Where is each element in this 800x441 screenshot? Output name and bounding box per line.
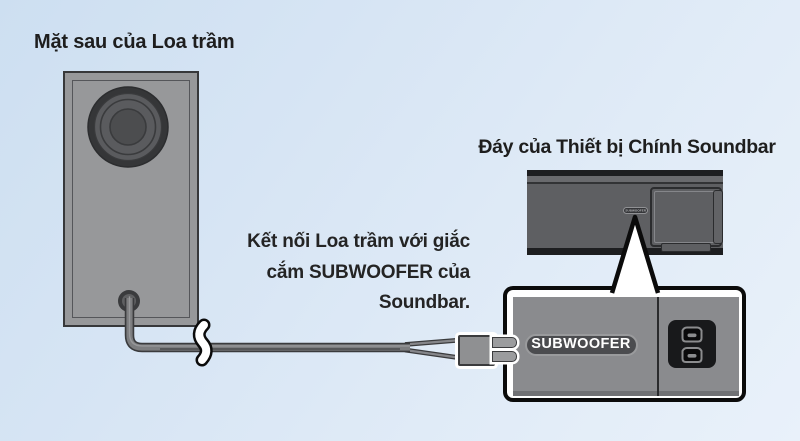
instruction-text: Kết nối Loa trầm với giắc cắm SUBWOOFER …	[210, 227, 470, 319]
soundbar-band	[527, 176, 723, 182]
subwoofer-cable	[124, 296, 462, 367]
subwoofer-jack-label: SUBWOOFER	[524, 333, 638, 356]
soundbar-panel-handle	[713, 190, 723, 244]
instruction-line-1: Kết nối Loa trầm với giắc	[247, 231, 470, 252]
soundbar-illustration: SUBWOOFER	[527, 170, 723, 255]
callout-divider	[656, 296, 659, 396]
power-socket-icon	[667, 319, 716, 368]
speaker-cone-icon	[87, 86, 169, 168]
soundbar-panel-tab	[661, 243, 711, 252]
cable-break-icon	[192, 318, 213, 367]
instruction-line-2: cắm SUBWOOFER của	[266, 261, 470, 283]
callout-panel: SUBWOOFER	[512, 296, 739, 396]
soundbar-subwoofer-port-label: SUBWOOFER	[623, 207, 648, 214]
callout-pointer	[609, 214, 661, 294]
soundbar-top-strip	[527, 170, 723, 176]
plug-prong-top	[492, 337, 517, 348]
callout-box: SUBWOOFER	[503, 286, 746, 402]
instruction-line-3: Soundbar.	[378, 292, 470, 313]
subwoofer-back-title: Mặt sau của Loa trầm	[34, 31, 235, 53]
callout-panel-shade	[512, 390, 739, 396]
soundbar-seam-line	[527, 182, 723, 184]
connector-plug-icon	[458, 335, 495, 366]
soundbar-bottom-title: Đáy của Thiết bị Chính Soundbar	[478, 136, 776, 158]
plug-prong-bottom	[492, 351, 517, 362]
